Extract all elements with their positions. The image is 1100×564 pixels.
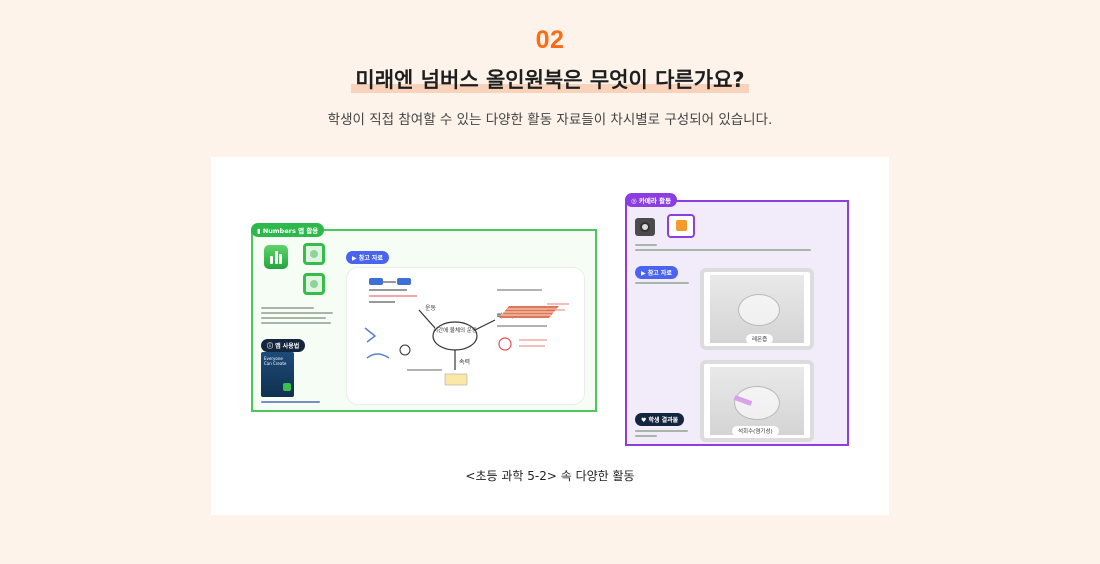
subheadline: 학생이 직접 참여할 수 있는 다양한 활동 자료들이 차시별로 구성되어 있습… [327, 112, 773, 128]
tablet-photo-1: 레몬즙 [700, 268, 814, 350]
app-usage-pill: ⓘ 앱 사용법 [261, 339, 306, 352]
camera-activity-tag: ◎ 카메라 활동 [625, 193, 678, 207]
result-lines [635, 430, 691, 440]
tablet-1-label: 레몬즙 [746, 334, 774, 344]
student-result-pill: ♥ 학생 결과물 [635, 413, 685, 426]
tablet-photo-2: 석회수(염기성) [700, 360, 814, 442]
concept-sketch: 시간에 물체의 운동 운동 빠르기 속력 [346, 267, 585, 405]
description-lines [261, 307, 337, 327]
sketch-bottom-text: 속력 [459, 358, 470, 366]
numbers-link-icon [303, 243, 325, 265]
section-number: 02 [535, 26, 565, 54]
numbers-app-icon [264, 245, 288, 269]
camera-link-icon [667, 214, 695, 238]
camera-activity-panel: ◎ 카메라 활동 ▶ 참고 자료 레몬즙 석회수(염기성) ♥ 학생 결과물 [625, 193, 849, 446]
showcase-card: ▮ Numbers 앱 활용 ⓘ 앱 사용법 Everyone Can Crea… [211, 157, 889, 515]
reference-lines [635, 282, 695, 287]
concept-map-drawing: 시간에 물체의 운동 운동 빠르기 속력 [364, 278, 569, 386]
reference-tag-right: ▶ 참고 자료 [635, 266, 678, 279]
numbers-activity-panel: ▮ Numbers 앱 활용 ⓘ 앱 사용법 Everyone Can Crea… [251, 223, 597, 412]
camera-icon [635, 218, 655, 236]
caption: <초등 과학 5-2> 속 다양한 활동 [465, 469, 635, 483]
sketch-center-text: 시간에 물체의 운동 [433, 326, 477, 334]
book-title: Everyone Can Create [264, 356, 287, 366]
reference-tag: ▶ 참고 자료 [346, 251, 389, 264]
book-link-lines [261, 401, 327, 406]
sketch-top-text: 운동 [425, 305, 437, 312]
numbers-activity-tag: ▮ Numbers 앱 활용 [251, 223, 325, 237]
tablet-2-label: 석회수(염기성) [732, 426, 779, 436]
headline: 미래엔 넘버스 올인원북은 무엇이 다른가요? [351, 64, 749, 94]
book-cover: Everyone Can Create [261, 352, 294, 397]
numbers-link-icon-2 [303, 273, 325, 295]
camera-description-lines [635, 244, 815, 254]
